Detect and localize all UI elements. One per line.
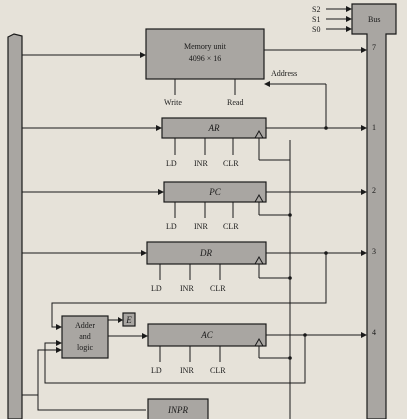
select-lines: S2 S1 S0 xyxy=(312,5,352,34)
dr-ld-label: LD xyxy=(151,284,162,293)
register-pc-label: PC xyxy=(208,187,221,197)
adder-label-line1: Adder xyxy=(75,321,95,330)
ac-clr-label: CLR xyxy=(210,366,226,375)
register-ar-label: AR xyxy=(208,123,220,133)
ac-to-adder-wire xyxy=(44,335,306,384)
bus-number-3: 3 xyxy=(372,247,376,256)
address-label: Address xyxy=(271,69,297,78)
memory-unit-size: 4096 × 16 xyxy=(189,54,222,63)
pc-ld-label: LD xyxy=(166,222,177,231)
register-inpr: INPR xyxy=(147,398,209,419)
register-dr-label: DR xyxy=(199,248,212,258)
bus-number-1: 1 xyxy=(372,123,376,132)
e-flip-flop: E xyxy=(122,312,136,327)
adder-label-line2: and xyxy=(79,332,91,341)
left-bus xyxy=(7,33,23,419)
adder-logic-unit: Adder and logic xyxy=(61,315,148,359)
pc-inr-label: INR xyxy=(194,222,208,231)
pc-clr-label: CLR xyxy=(223,222,239,231)
ac-ld-label: LD xyxy=(151,366,162,375)
register-pc: PC LD INR CLR xyxy=(22,181,367,231)
adder-label-line3: logic xyxy=(77,343,93,352)
write-label: Write xyxy=(164,98,182,107)
register-dr: DR LD INR CLR xyxy=(22,241,367,293)
memory-unit-title: Memory unit xyxy=(184,42,227,51)
dr-clr-label: CLR xyxy=(210,284,226,293)
bus-number-4: 4 xyxy=(372,328,376,337)
ar-ld-label: LD xyxy=(166,159,177,168)
memory-unit: Memory unit 4096 × 16 Write Read Address xyxy=(22,28,367,128)
select-s2-label: S2 xyxy=(312,5,320,14)
ar-clr-label: CLR xyxy=(223,159,239,168)
ar-inr-label: INR xyxy=(194,159,208,168)
dr-to-adder-wire xyxy=(51,253,327,328)
register-ac: AC LD INR CLR xyxy=(147,323,367,375)
read-label: Read xyxy=(227,98,243,107)
bus: Bus 7 1 2 3 4 xyxy=(351,3,397,419)
register-ar: AR LD INR CLR xyxy=(22,117,367,168)
select-s1-label: S1 xyxy=(312,15,320,24)
e-flag-label: E xyxy=(125,315,132,325)
bus-number-7: 7 xyxy=(372,43,376,52)
ac-inr-label: INR xyxy=(180,366,194,375)
bus-label: Bus xyxy=(368,15,380,24)
dr-inr-label: INR xyxy=(180,284,194,293)
select-s0-label: S0 xyxy=(312,25,320,34)
register-ac-label: AC xyxy=(200,330,213,340)
bus-number-2: 2 xyxy=(372,186,376,195)
register-inpr-label: INPR xyxy=(167,405,188,415)
inpr-to-adder-wire xyxy=(37,349,146,411)
